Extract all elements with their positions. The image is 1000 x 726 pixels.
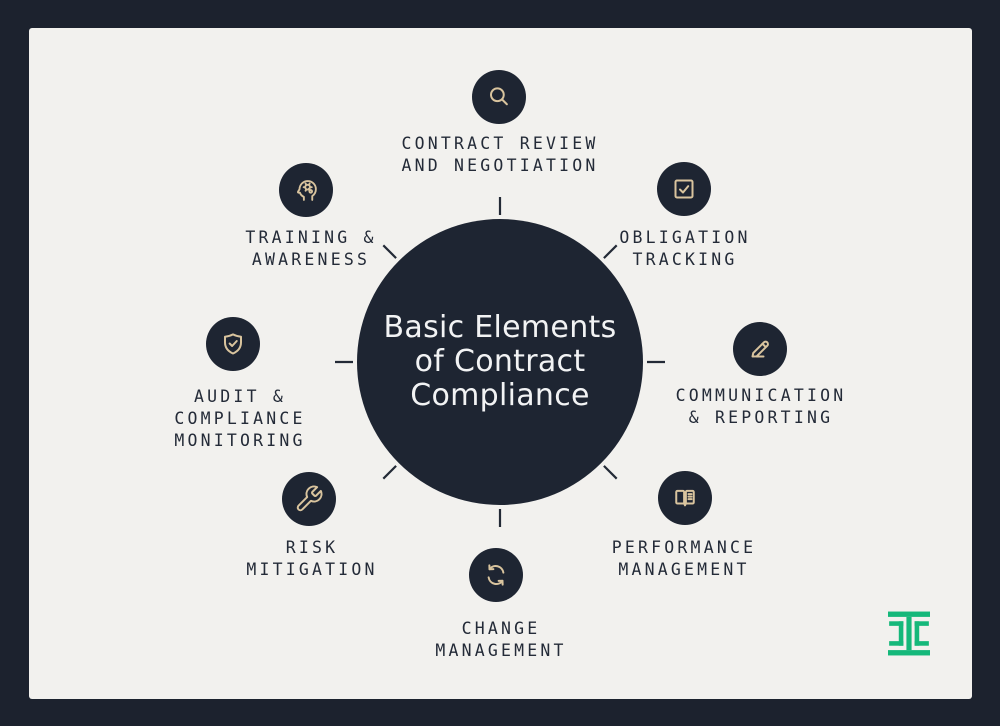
node-label-change-management: CHANGE MANAGEMENT xyxy=(435,619,567,660)
node-label-performance-management: PERFORMANCE MANAGEMENT xyxy=(611,538,757,579)
performance-management-node xyxy=(658,471,712,525)
open-book-icon xyxy=(675,489,695,507)
wrench-icon xyxy=(296,485,323,512)
magnifier-icon xyxy=(489,87,508,106)
risk-mitigation-node xyxy=(282,472,336,526)
node-label-obligation-tracking: OBLIGATION TRACKING xyxy=(619,228,751,269)
training-awareness-node xyxy=(279,163,333,217)
audit-compliance-node xyxy=(206,317,260,371)
node-label-contract-review: CONTRACT REVIEW AND NEGOTIATION xyxy=(401,134,599,175)
node-label-risk-mitigation: RISK MITIGATION xyxy=(246,538,378,579)
legal-templates-logo xyxy=(888,611,930,656)
sync-arrows-icon xyxy=(487,564,505,586)
obligation-tracking-node xyxy=(657,162,711,216)
node-label-communication-reporting: COMMUNICATION & REPORTING xyxy=(675,386,847,427)
pencil-icon xyxy=(751,340,769,358)
center-circle: Basic Elements of Contract Compliance xyxy=(357,219,643,505)
tick-marks xyxy=(335,197,665,527)
node-label-training-awareness: TRAINING & AWARENESS xyxy=(245,228,377,269)
change-management-node xyxy=(469,548,523,602)
contract-review-node xyxy=(472,70,526,124)
diagram-title: Basic Elements of Contract Compliance xyxy=(383,310,617,413)
checkbox-icon xyxy=(674,179,694,199)
shield-check-icon xyxy=(224,333,242,355)
head-gear-icon xyxy=(296,180,317,201)
communication-reporting-node xyxy=(733,322,787,376)
node-label-audit-compliance: AUDIT & COMPLIANCE MONITORING xyxy=(174,387,306,450)
